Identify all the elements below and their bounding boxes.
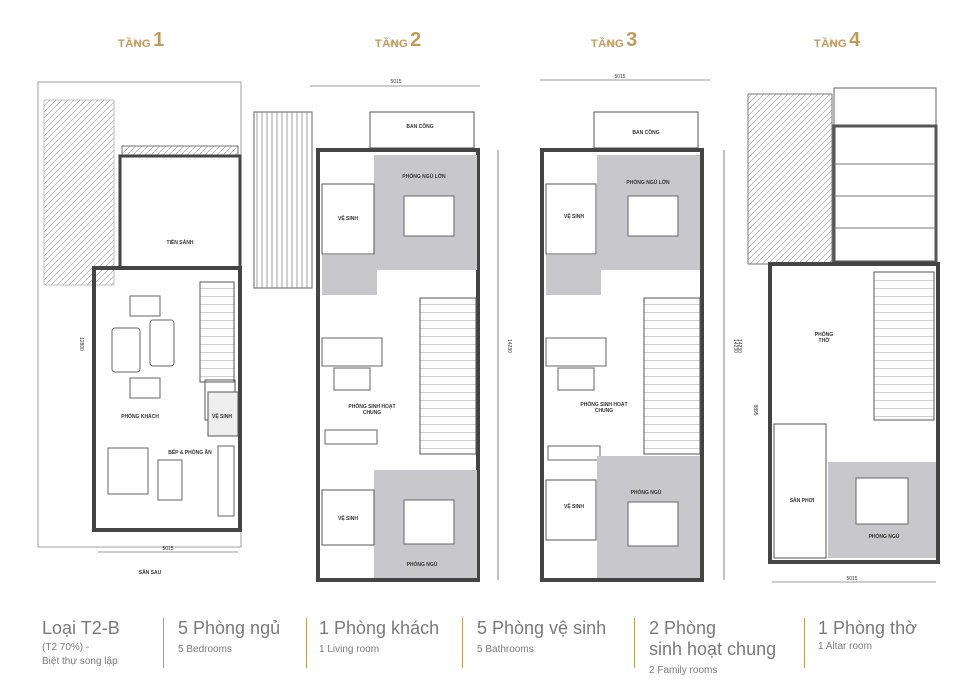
- room-phong-tho-2: THỜ: [819, 336, 831, 344]
- footer-bedrooms: 5 Phòng ngủ 5 Bedrooms: [178, 618, 280, 655]
- room-psh-l2-1: PHÒNG SINH HOẠT: [348, 402, 395, 410]
- plan-level-1: TIỀN SẢNH PHÒNG KHÁCH VỆ SINH BẾP & PHÒN…: [37, 81, 242, 576]
- footer-separator: [306, 618, 307, 668]
- footer-separator: [163, 618, 164, 668]
- level-4-header: TẦNG 4 Level: [814, 30, 860, 50]
- footer-type: Loại T2-B (T2 70%) - Biệt thự song lập: [42, 618, 120, 667]
- room-san-phoi: SÂN PHƠI: [790, 497, 815, 504]
- dim-l4-height-a: 14230: [736, 339, 742, 353]
- room-phong-khach: PHÒNG KHÁCH: [121, 412, 159, 420]
- footer-bathrooms-title: 5 Phòng vệ sinh: [477, 618, 607, 638]
- room-ve-sinh-l1: VỆ SINH: [212, 412, 232, 420]
- footer-family: 2 Phòng sinh hoạt chung 2 Family rooms: [649, 618, 776, 676]
- footer-separator: [462, 618, 463, 668]
- room-ban-cong-l3: BAN CÔNG: [632, 128, 659, 136]
- footer-bathrooms-sub: 5 Bathrooms: [477, 644, 534, 655]
- floor-plans: TIỀN SẢNH PHÒNG KHÁCH VỆ SINH BẾP & PHÒN…: [37, 74, 940, 583]
- dim-l1-width: 5015: [162, 546, 173, 552]
- level-4-number: 4: [849, 29, 861, 51]
- dim-l1-height: 12800: [78, 337, 84, 351]
- dim-l3-height: 14230: [732, 339, 738, 353]
- level-3-tang: TẦNG: [591, 38, 625, 50]
- footer-bedrooms-sub: 5 Bedrooms: [178, 644, 232, 655]
- footer-bedrooms-title: 5 Phòng ngủ: [178, 618, 281, 638]
- footer-altar-title: 1 Phòng thờ: [818, 618, 917, 638]
- level-2-number: 2: [410, 29, 422, 51]
- room-psh-l2-2: CHUNG: [363, 410, 381, 416]
- footer-family-title-1: 2 Phòng: [649, 618, 717, 638]
- level-1-tang: TẦNG: [118, 38, 152, 50]
- summary-footer: Loại T2-B (T2 70%) - Biệt thự song lập 5…: [0, 618, 971, 699]
- level-4-sublabel: Level: [826, 41, 841, 47]
- footer-living-sub: 1 Living room: [319, 644, 380, 655]
- room-ve-sinh-l2a: VỆ SINH: [338, 214, 358, 222]
- dim-l3-width: 5015: [614, 74, 625, 80]
- room-ve-sinh-l3b: VỆ SINH: [564, 502, 584, 510]
- room-phong-ngu-lon-l2: PHÒNG NGỦ LỚN: [402, 172, 446, 180]
- room-ve-sinh-l3a: VỆ SINH: [564, 212, 584, 220]
- level-2-header: TẦNG 2 Level: [375, 30, 421, 50]
- level-2-tang: TẦNG: [375, 38, 409, 50]
- dim-l4-height-b: 8895: [752, 404, 758, 415]
- level-2-sublabel: Level: [387, 41, 402, 47]
- footer-altar: 1 Phòng thờ 1 Altar room: [818, 618, 917, 652]
- dim-l2-height: 14230: [506, 339, 512, 353]
- room-phong-ngu-l2: PHÒNG NGỦ: [407, 560, 438, 568]
- footer-bathrooms: 5 Phòng vệ sinh 5 Bathrooms: [477, 618, 606, 655]
- footer-type-sub1: (T2 70%) -: [42, 642, 90, 653]
- room-ve-sinh-l2b: VỆ SINH: [338, 514, 358, 522]
- footer-separator: [634, 618, 635, 668]
- plan-level-2: 5015 BAN CÔNG PHÒNG NGỦ LỚN VỆ SINH PHÒN…: [253, 79, 512, 582]
- room-psh-l3-1: PHÒNG SINH HOẠT: [580, 400, 627, 408]
- level-4-tang: TẦNG: [814, 38, 848, 50]
- footer-family-sub: 2 Family rooms: [649, 665, 718, 676]
- footer-separator: [804, 618, 805, 668]
- level-1-header: TẦNG 1 Level: [118, 30, 164, 50]
- room-psh-l3-2: CHUNG: [595, 408, 613, 414]
- dim-l4-width: 5015: [846, 576, 857, 582]
- level-1-number: 1: [153, 29, 165, 51]
- room-bep: BẾP & PHÒNG ĂN: [168, 448, 212, 456]
- room-ban-cong-l2: BAN CÔNG: [406, 122, 433, 130]
- level-3-sublabel: Level: [603, 41, 618, 47]
- level-3-header: TẦNG 3 Level: [591, 30, 637, 50]
- level-1-sublabel: Level: [130, 41, 145, 47]
- plan-level-4: PHÒNG THỜ SÂN PHƠI PHÒNG NGỦ 5015 14230 …: [736, 87, 940, 583]
- room-phong-tho-1: PHÒNG: [815, 330, 833, 338]
- room-phong-ngu-l4: PHÒNG NGỦ: [869, 532, 900, 540]
- room-san-sau: SÂN SAU: [139, 569, 162, 576]
- footer-family-title-2: sinh hoạt chung: [649, 639, 777, 659]
- room-phong-ngu-l3: PHÒNG NGỦ: [631, 488, 662, 496]
- level-3-number: 3: [626, 29, 638, 51]
- room-phong-ngu-lon-l3: PHÒNG NGỦ LỚN: [626, 178, 670, 186]
- footer-altar-sub: 1 Altar room: [818, 641, 872, 652]
- plan-level-3: 5015 BAN CÔNG PHÒNG NGỦ LỚN VỆ SINH PHÒN…: [540, 74, 738, 582]
- footer-living: 1 Phòng khách 1 Living room: [319, 618, 439, 655]
- footer-type-title: Loại T2-B: [42, 618, 120, 638]
- room-tien-sanh: TIỀN SẢNH: [167, 239, 194, 246]
- footer-living-title: 1 Phòng khách: [319, 618, 440, 638]
- footer-type-sub2: Biệt thự song lập: [42, 656, 118, 667]
- dim-l2-width: 5015: [390, 79, 401, 85]
